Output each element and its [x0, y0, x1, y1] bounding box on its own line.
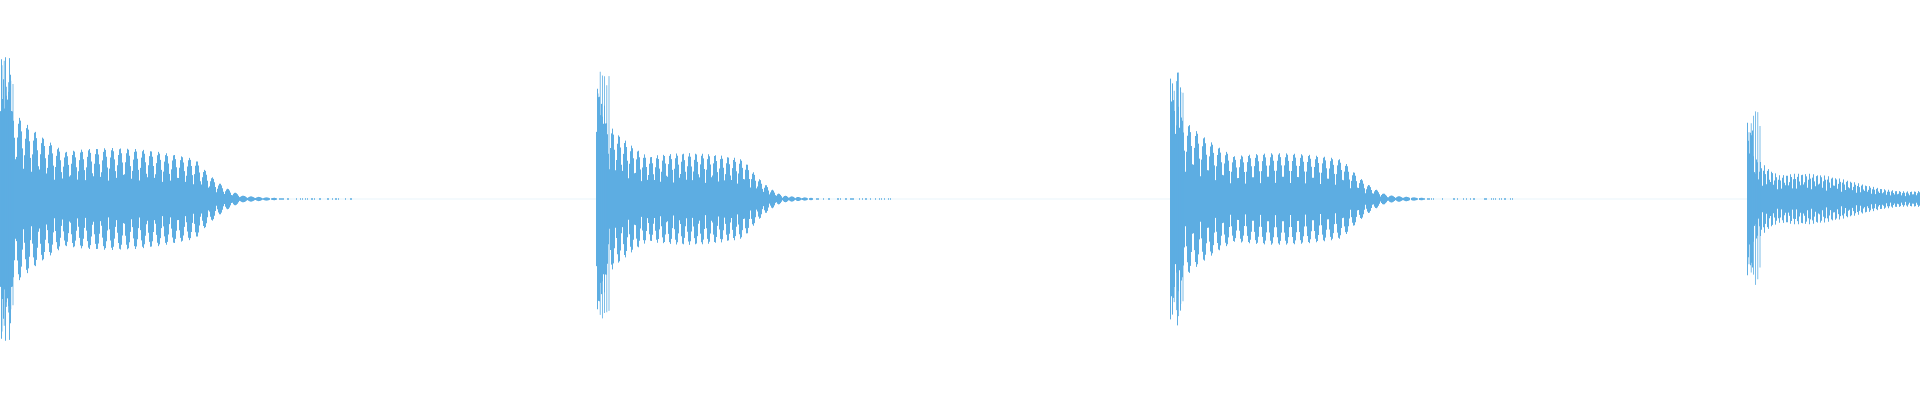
audio-clip-4[interactable]: [1747, 111, 1920, 285]
waveform-samples: [1170, 72, 1513, 326]
waveform-samples: [1747, 122, 1920, 276]
audio-clip-1[interactable]: [0, 57, 352, 341]
waveform-transient: [1171, 72, 1184, 317]
waveform-transient: [597, 71, 610, 319]
audio-clip-2[interactable]: [596, 71, 891, 319]
waveform-samples: [0, 57, 352, 341]
audio-clip-3[interactable]: [1170, 72, 1513, 326]
waveform-samples: [596, 88, 891, 310]
waveform-transient: [1748, 111, 1761, 285]
waveform-transient: [1, 60, 14, 332]
audio-clips-layer: [0, 57, 1920, 341]
